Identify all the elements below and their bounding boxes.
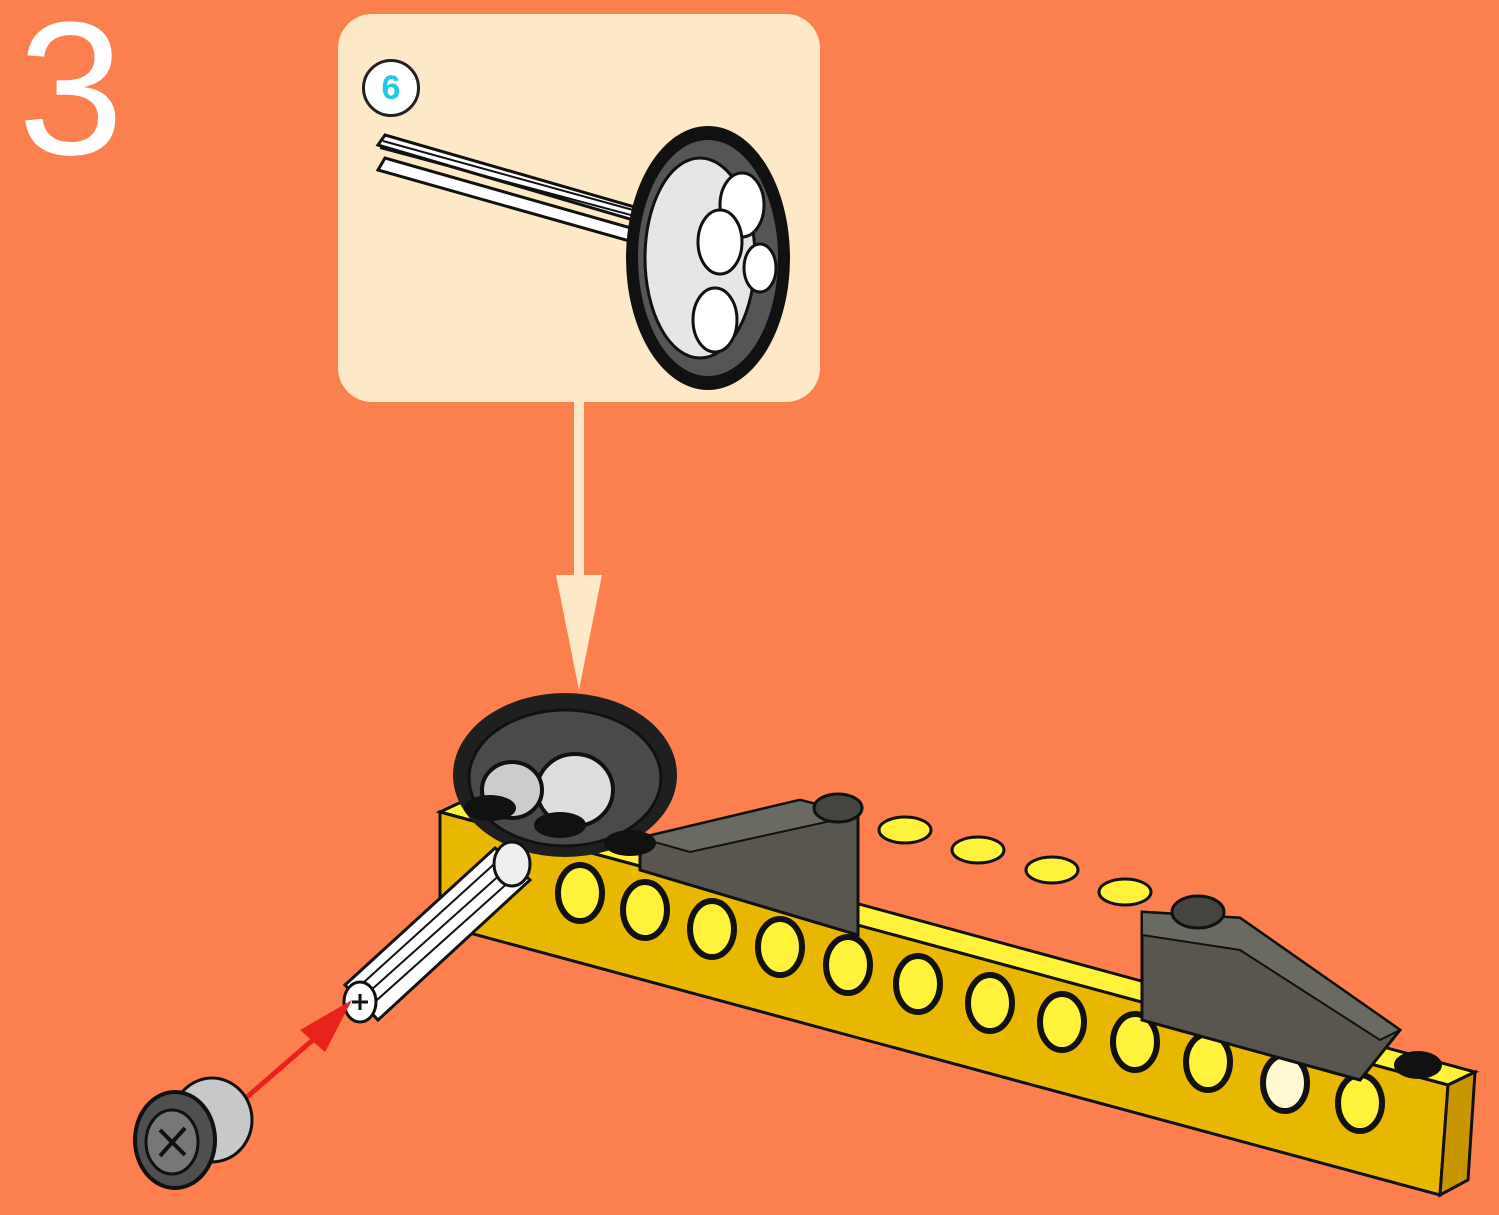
insert-arrow-icon <box>232 1000 352 1110</box>
down-arrow-icon <box>556 402 602 690</box>
axle-icon <box>378 135 645 244</box>
gear-icon <box>453 693 677 857</box>
gear-icon <box>626 126 790 390</box>
bush-icon <box>135 1078 252 1188</box>
